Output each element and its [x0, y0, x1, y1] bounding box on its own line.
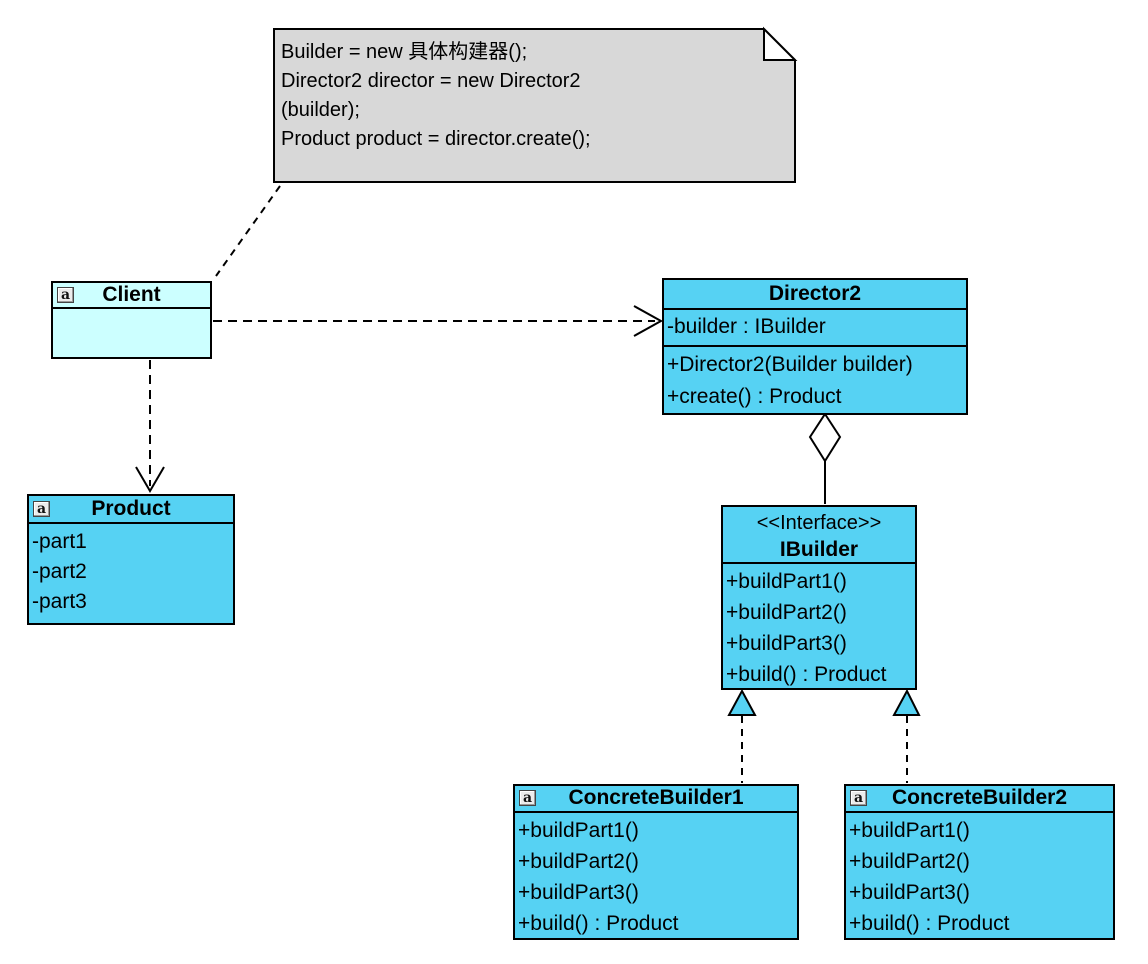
class-box-product[interactable]: a Product -part1 -part2 -part3 [27, 494, 235, 625]
aggregation-diamond-icon [808, 412, 842, 463]
method-row: +build() : Product [726, 663, 887, 686]
generalization-triangle-icon [892, 688, 921, 716]
class-name: ConcreteBuilder1 [568, 786, 744, 809]
method-row: +Director2(Builder builder) [667, 353, 913, 376]
attribute-row: -builder : IBuilder [667, 315, 826, 338]
methods-compartment: +buildPart1() +buildPart2() +buildPart3(… [515, 813, 797, 938]
method-row: +buildPart1() [726, 570, 847, 593]
class-name: Product [91, 497, 171, 520]
class-name: Client [102, 283, 161, 306]
open-arrowhead-down-icon [135, 466, 165, 493]
method-row: +buildPart3() [849, 880, 970, 904]
class-box-director2[interactable]: Director2 -builder : IBuilder +Director2… [662, 278, 968, 415]
method-row: +build() : Product [849, 911, 1010, 935]
class-box-concretebuilder2[interactable]: a ConcreteBuilder2 +buildPart1() +buildP… [844, 784, 1115, 940]
class-title-bar: a ConcreteBuilder2 [846, 786, 1113, 813]
attribute-row: -part3 [32, 590, 87, 613]
methods-compartment: +Director2(Builder builder) +create() : … [664, 345, 966, 413]
attributes-compartment: -builder : IBuilder [664, 310, 966, 345]
method-row: +buildPart2() [849, 849, 970, 873]
method-row: +create() : Product [667, 385, 842, 408]
note-line: Builder = new 具体构建器(); [281, 41, 528, 63]
class-name: ConcreteBuilder2 [891, 786, 1068, 809]
class-title-bar: a ConcreteBuilder1 [515, 786, 797, 813]
note-line: Director2 director = new Director2 [281, 70, 581, 92]
attributes-compartment: -part1 -part2 -part3 [29, 524, 233, 623]
open-arrowhead-icon [633, 305, 664, 337]
class-title-bar: a Client [53, 283, 210, 309]
generalization-triangle-icon [727, 688, 757, 716]
note-anchor-line[interactable] [215, 185, 281, 277]
empty-compartment [53, 309, 210, 357]
methods-compartment: +buildPart1() +buildPart2() +buildPart3(… [846, 813, 1113, 938]
class-icon: a [57, 287, 74, 303]
class-title-bar: Director2 [664, 280, 966, 310]
method-row: +buildPart3() [726, 632, 847, 655]
code-note[interactable]: Builder = new 具体构建器(); Director2 directo… [281, 38, 786, 154]
note-line: (builder); [281, 99, 360, 121]
method-row: +buildPart2() [726, 601, 847, 624]
note-line: Product product = director.create(); [281, 128, 591, 150]
class-icon: a [33, 501, 50, 517]
class-title-bar: a Product [29, 496, 233, 524]
class-box-client[interactable]: a Client [51, 281, 212, 359]
method-row: +buildPart3() [518, 880, 639, 904]
interface-box-ibuilder[interactable]: <<Interface>> IBuilder +buildPart1() +bu… [721, 505, 917, 690]
method-row: +buildPart1() [518, 818, 639, 842]
stereotype-label: <<Interface>> [756, 512, 882, 534]
methods-compartment: +buildPart1() +buildPart2() +buildPart3(… [723, 564, 915, 688]
class-icon: a [519, 790, 536, 807]
attribute-row: -part2 [32, 560, 87, 583]
class-title-bar: <<Interface>> IBuilder [723, 507, 915, 564]
method-row: +buildPart1() [849, 818, 970, 842]
method-row: +buildPart2() [518, 849, 639, 873]
method-row: +build() : Product [518, 911, 679, 935]
class-icon: a [850, 790, 867, 807]
class-name: Director2 [768, 282, 862, 305]
class-name: IBuilder [779, 538, 859, 561]
class-box-concretebuilder1[interactable]: a ConcreteBuilder1 +buildPart1() +buildP… [513, 784, 799, 940]
attribute-row: -part1 [32, 530, 87, 553]
